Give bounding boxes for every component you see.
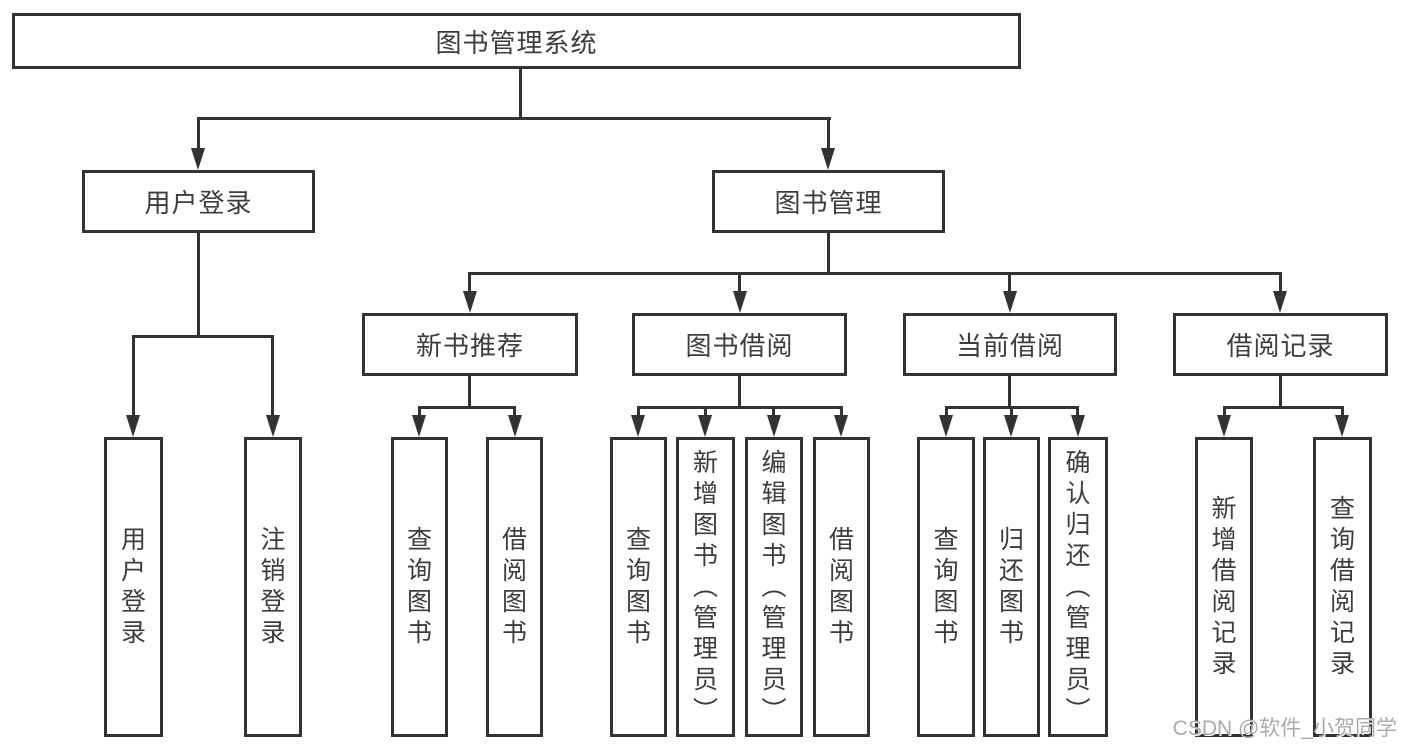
connector-line xyxy=(1223,406,1226,417)
connector-line xyxy=(197,233,200,338)
arrowhead-down xyxy=(631,415,645,437)
arrowhead-down xyxy=(767,415,781,437)
node-current-borrow: 当前借阅 xyxy=(903,313,1117,376)
connector-line xyxy=(468,272,471,293)
connector-line xyxy=(513,406,516,417)
leaf-nb-query-books: 查询图书 xyxy=(391,437,448,737)
connector-line xyxy=(1008,272,1011,293)
arrowhead-down xyxy=(821,148,835,170)
leaf-bb-add-books-admin: 新增图书︵管理员︶ xyxy=(676,437,735,737)
leaf-br-query-record: 查询借阅记录 xyxy=(1313,437,1372,737)
arrowhead-down xyxy=(508,415,522,437)
arrowhead-down xyxy=(1273,291,1287,313)
arrowhead-down xyxy=(733,291,747,313)
connector-line xyxy=(945,406,948,417)
arrowhead-down xyxy=(266,415,280,437)
leaf-user-login: 用户登录 xyxy=(104,437,163,737)
connector-line xyxy=(197,117,831,120)
arrowhead-down xyxy=(412,415,426,437)
connector-line xyxy=(132,335,135,417)
watermark: CSDN @软件_小贺同学 xyxy=(1172,717,1397,740)
connector-line xyxy=(1279,272,1282,293)
node-user-login: 用户登录 xyxy=(82,170,315,233)
leaf-bb-borrow-books: 借阅图书 xyxy=(813,437,870,737)
arrowhead-down xyxy=(834,415,848,437)
connector-line xyxy=(1010,406,1013,417)
connector-line xyxy=(738,272,741,293)
leaf-cb-confirm-return-admin: 确认归还︵管理员︶ xyxy=(1048,437,1108,737)
node-book-borrow: 图书借阅 xyxy=(632,313,847,376)
leaf-br-add-record: 新增借阅记录 xyxy=(1195,437,1253,737)
arrowhead-down xyxy=(191,148,205,170)
connector-line xyxy=(1341,406,1344,417)
arrowhead-down xyxy=(1071,415,1085,437)
connector-line xyxy=(637,406,843,409)
arrowhead-down xyxy=(1335,415,1349,437)
node-book-mgmt: 图书管理 xyxy=(712,170,945,233)
leaf-cb-return-books: 归还图书 xyxy=(983,437,1040,737)
arrowhead-down xyxy=(1217,415,1231,437)
arrowhead-down xyxy=(463,291,477,313)
node-new-book-rec: 新书推荐 xyxy=(362,313,578,376)
leaf-cb-query-books: 查询图书 xyxy=(917,437,975,737)
connector-line xyxy=(1076,406,1079,417)
connector-line xyxy=(271,335,274,417)
connector-line xyxy=(827,117,830,150)
arrowhead-down xyxy=(1004,415,1018,437)
connector-line xyxy=(704,406,707,417)
connector-line xyxy=(197,117,200,150)
connector-line xyxy=(418,406,421,417)
arrowhead-down xyxy=(698,415,712,437)
connector-line xyxy=(418,406,516,409)
leaf-bb-query-books: 查询图书 xyxy=(610,437,667,737)
arrowhead-down xyxy=(939,415,953,437)
connector-line xyxy=(468,376,471,409)
connector-line xyxy=(840,406,843,417)
node-root: 图书管理系统 xyxy=(12,13,1021,69)
connector-line xyxy=(132,335,274,338)
leaf-nb-borrow-books: 借阅图书 xyxy=(486,437,543,737)
connector-line xyxy=(1279,376,1282,409)
node-borrow-records: 借阅记录 xyxy=(1173,313,1388,376)
connector-line xyxy=(468,272,1282,275)
connector-line xyxy=(827,233,830,275)
connector-line xyxy=(1223,406,1344,409)
connector-line xyxy=(1008,376,1011,409)
arrowhead-down xyxy=(126,415,140,437)
leaf-logout: 注销登录 xyxy=(244,437,302,737)
leaf-bb-edit-books-admin: 编辑图书︵管理员︶ xyxy=(745,437,803,737)
connector-line xyxy=(519,69,522,119)
connector-line xyxy=(738,376,741,409)
connector-line xyxy=(772,406,775,417)
connector-line xyxy=(637,406,640,417)
arrowhead-down xyxy=(1003,291,1017,313)
